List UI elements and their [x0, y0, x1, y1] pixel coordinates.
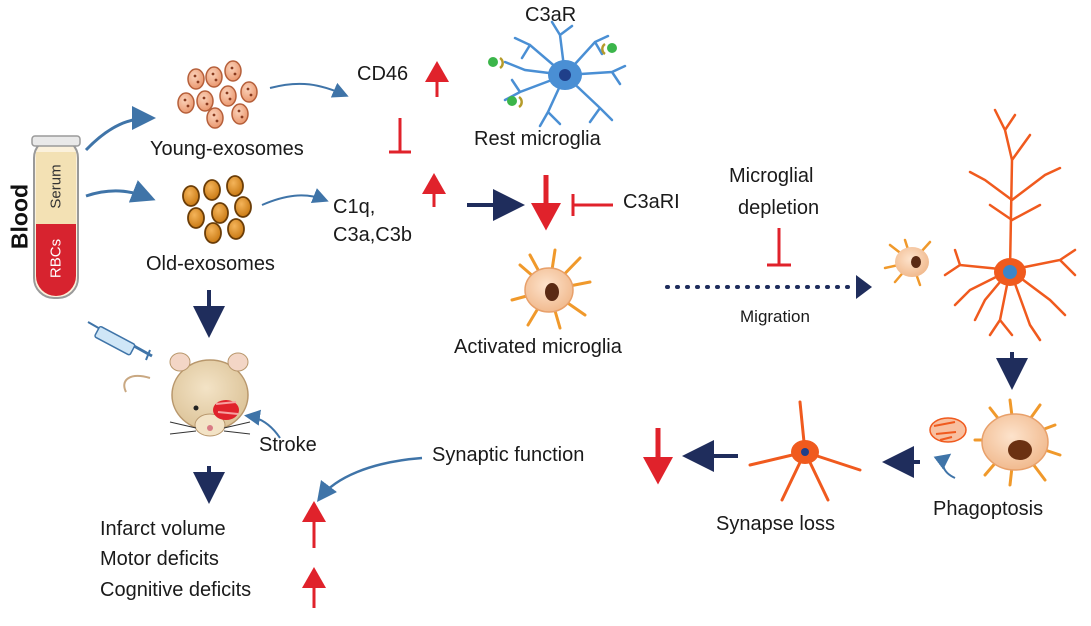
phagoptosis-curl-arrow	[933, 453, 956, 479]
old-to-c1q-arrow	[261, 188, 329, 206]
synaptic-function-label: Synaptic function	[432, 444, 585, 466]
stroke-pointer-arrow	[244, 409, 281, 439]
tube-to-old-arrow	[85, 180, 156, 203]
depletion-inhibitor-mark	[767, 228, 791, 267]
c3ar-receptor-icons	[488, 42, 617, 109]
migration-label: Migration	[740, 307, 810, 326]
cd46-inhibition-mark	[389, 118, 411, 154]
serum-label: Serum	[47, 164, 65, 209]
neuron-icon	[943, 108, 1077, 342]
stroke-lesion-icon	[213, 400, 239, 420]
synapse-loss-label: Synapse loss	[716, 513, 835, 535]
tube-to-young-arrow	[84, 106, 156, 152]
activated-microglia-label: Activated microglia	[454, 336, 622, 358]
outcome-motor-deficits: Motor deficits	[100, 548, 219, 570]
young-exosomes-label: Young-exosomes	[150, 138, 304, 160]
young-exosomes-icon	[177, 60, 258, 129]
stroke-label: Stroke	[259, 434, 317, 456]
old-exosomes-label: Old-exosomes	[146, 253, 275, 275]
rest-microglia-label: Rest microglia	[474, 128, 601, 150]
outcome-cognitive-deficits: Cognitive deficits	[100, 579, 252, 601]
function-to-outcomes-arrow	[316, 456, 423, 502]
microglial-depletion-label-1: Microglial	[729, 165, 814, 187]
mouse-icon	[123, 352, 251, 437]
c3ar-label: C3aR	[525, 4, 577, 26]
blood-label: Blood	[6, 183, 33, 250]
rbc-label: RBCs	[47, 238, 65, 279]
outcome-infarct-volume: Infarct volume	[100, 518, 226, 540]
young-to-cd46-arrow	[269, 82, 349, 98]
c1q-label: C1q,	[333, 196, 376, 218]
c3ari-label: C3aRI	[623, 191, 680, 213]
engulfed-neuron-fragment-icon	[929, 417, 967, 443]
rest-microglia-icon	[503, 20, 627, 128]
cd46-label: CD46	[357, 63, 409, 85]
microglial-depletion-label-2: depletion	[738, 197, 820, 219]
old-exosomes-icon	[182, 175, 252, 244]
syringe-icon	[87, 321, 153, 361]
c3ari-inhibitor-mark	[571, 194, 613, 216]
synapse-loss-neuron-icon	[748, 400, 862, 502]
phagoptosis-label: Phagoptosis	[933, 498, 1044, 520]
c3a-c3b-label: C3a,C3b	[333, 224, 412, 246]
blood-tube-icon	[31, 135, 81, 299]
